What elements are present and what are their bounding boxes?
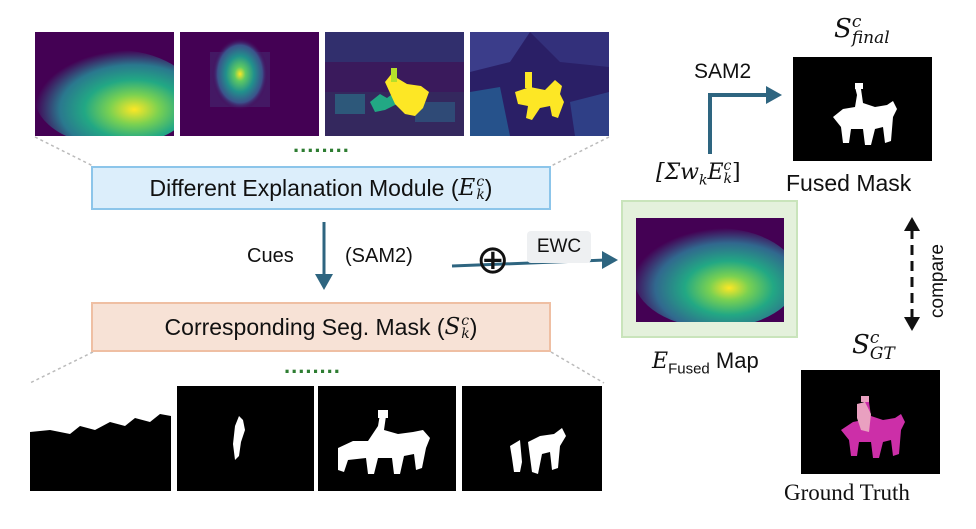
- compare-arrow: [904, 217, 920, 331]
- e-fused-sub: Fused: [668, 360, 710, 378]
- weighted-sum-close: ]: [732, 160, 741, 185]
- segmask-panel-1: [30, 386, 171, 491]
- sam2-label: SAM2: [694, 60, 752, 83]
- ellipsis-top: ........: [293, 132, 350, 157]
- s-final-base: S: [834, 14, 852, 44]
- s-gt-sub: GT: [869, 344, 895, 364]
- weighted-sum-sup: c: [723, 158, 732, 174]
- oplus-symbol: ⊕: [476, 237, 510, 283]
- sam2-elbow-arrow: [708, 86, 782, 154]
- segmask-panel-4: [462, 386, 602, 491]
- explanation-math-base: E: [458, 174, 476, 201]
- fused-heatmap: [636, 218, 784, 322]
- weighted-sum-open: [Σw: [656, 160, 699, 185]
- s-gt-sup: c: [869, 328, 880, 348]
- ground-truth-label: Ground Truth: [784, 480, 910, 505]
- segmask-panel-3: [318, 386, 456, 491]
- explanation-math-sup: c: [476, 173, 485, 190]
- segmask-panel-2: [177, 386, 314, 491]
- segmask-math-base: S: [444, 313, 461, 340]
- weighted-sum-e: E: [707, 160, 724, 185]
- fused-mask-label: Fused Mask: [786, 170, 912, 196]
- explanation-heatmap-3: [325, 32, 464, 136]
- cues-down-arrow: [315, 222, 333, 290]
- segmask-math-sub: k: [461, 325, 470, 342]
- s-gt-base: S: [852, 330, 870, 360]
- compare-label: compare: [927, 244, 948, 318]
- weighted-sum-sub-k: k: [698, 172, 708, 189]
- explanation-math-sub: k: [476, 186, 485, 203]
- explanation-module-label: Different Explanation Module (: [149, 174, 459, 201]
- e-fused-base: E: [652, 349, 669, 374]
- fused-mask-panel: [793, 57, 932, 161]
- explanation-module-close: ): [484, 174, 493, 201]
- s-final-sup: c: [851, 12, 862, 32]
- weighted-sum-sub: k: [723, 171, 732, 187]
- cues-label: Cues: [247, 245, 294, 267]
- segmask-label: Corresponding Seg. Mask (: [164, 313, 445, 340]
- segmask-close: ): [469, 313, 478, 340]
- segmask-math-sup: c: [461, 312, 470, 329]
- explanation-heatmap-1: [35, 32, 174, 136]
- ground-truth-panel: [801, 370, 940, 474]
- sam2-paren-label: (SAM2): [345, 245, 413, 267]
- fused-map-frame: [621, 200, 798, 338]
- e-fused-label: EFused Map: [652, 348, 759, 377]
- ewc-badge: EWC: [527, 231, 591, 263]
- explanation-heatmap-4: [470, 32, 609, 136]
- ellipsis-bottom: ........: [284, 353, 341, 378]
- e-fused-rest: Map: [709, 348, 759, 373]
- explanation-heatmap-2: [180, 32, 319, 136]
- s-final-sub: final: [851, 28, 890, 48]
